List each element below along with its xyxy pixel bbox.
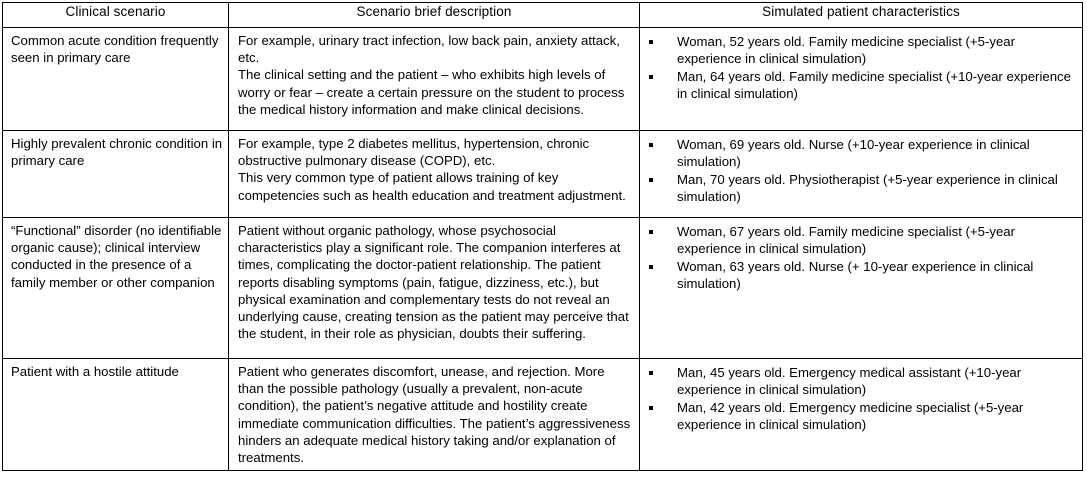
list-item-label: Man, 42 years old. Emergency medicine sp…	[677, 399, 1024, 433]
description-text: For example, urinary tract infection, lo…	[229, 28, 639, 122]
list-item-label: Woman, 63 years old. Nurse (+ 10-year ex…	[677, 258, 1034, 292]
text-paragraph: For example, urinary tract infection, lo…	[238, 33, 620, 66]
cell-clinical-scenario: Highly prevalent chronic condition in pr…	[2, 130, 229, 218]
characteristics-wrap: Woman, 67 years old. Family medicine spe…	[640, 218, 1082, 297]
text-paragraph: This very common type of patient allows …	[238, 170, 626, 203]
characteristics-list: Woman, 67 years old. Family medicine spe…	[646, 223, 1076, 292]
list-item: Woman, 67 years old. Family medicine spe…	[646, 223, 1076, 257]
square-bullet-icon	[649, 171, 655, 188]
text-paragraph: For example, type 2 diabetes mellitus, h…	[238, 136, 590, 169]
scenario-text: “Functional” disorder (no identifiable o…	[3, 218, 228, 295]
column-header-scenario-brief-description: Scenario brief description	[228, 2, 640, 28]
cell-patient-characteristics: Woman, 67 years old. Family medicine spe…	[639, 217, 1083, 359]
characteristics-wrap: Man, 45 years old. Emergency medical ass…	[640, 359, 1082, 438]
column-header-clinical-scenario: Clinical scenario	[2, 2, 229, 28]
cell-scenario-description: For example, urinary tract infection, lo…	[228, 27, 640, 131]
table-row: “Functional” disorder (no identifiable o…	[2, 217, 1083, 359]
text-paragraph: “Functional” disorder (no identifiable o…	[11, 223, 222, 290]
list-item: Woman, 69 years old. Nurse (+10-year exp…	[646, 136, 1076, 170]
square-bullet-icon	[649, 364, 655, 381]
cell-clinical-scenario: “Functional” disorder (no identifiable o…	[2, 217, 229, 359]
cell-scenario-description: Patient without organic pathology, whose…	[228, 217, 640, 359]
list-item-label: Woman, 67 years old. Family medicine spe…	[677, 224, 1016, 257]
table-row: Common acute condition frequently seen i…	[2, 27, 1083, 131]
square-bullet-icon	[649, 136, 655, 153]
cell-clinical-scenario: Common acute condition frequently seen i…	[2, 27, 229, 131]
column-header-label: Scenario brief description	[356, 4, 512, 19]
characteristics-list: Man, 45 years old. Emergency medical ass…	[646, 364, 1076, 433]
list-item: Man, 45 years old. Emergency medical ass…	[646, 364, 1076, 398]
list-item: Woman, 63 years old. Nurse (+ 10-year ex…	[646, 258, 1076, 292]
square-bullet-icon	[649, 399, 655, 416]
list-item-label: Woman, 69 years old. Nurse (+10-year exp…	[677, 137, 1030, 170]
scenario-text: Common acute condition frequently seen i…	[3, 28, 228, 70]
clinical-scenarios-table: Clinical scenario Scenario brief descrip…	[2, 2, 1083, 472]
text-paragraph: Highly prevalent chronic condition in pr…	[11, 136, 223, 169]
square-bullet-icon	[649, 258, 655, 275]
table-row: Highly prevalent chronic condition in pr…	[2, 130, 1083, 218]
list-item-label: Man, 70 years old. Physiotherapist (+5-y…	[677, 171, 1058, 205]
text-paragraph: Patient with a hostile attitude	[11, 364, 179, 379]
text-paragraph: Common acute condition frequently seen i…	[11, 33, 219, 66]
list-item-label: Woman, 52 years old. Family medicine spe…	[677, 34, 1016, 67]
table-row: Patient with a hostile attitude Patient …	[2, 357, 1083, 472]
cell-scenario-description: For example, type 2 diabetes mellitus, h…	[228, 130, 640, 218]
text-paragraph: Patient who generates discomfort, unease…	[238, 364, 631, 466]
description-text: Patient without organic pathology, whose…	[229, 218, 639, 346]
list-item: Man, 64 years old. Family medicine speci…	[646, 68, 1076, 102]
cell-patient-characteristics: Man, 45 years old. Emergency medical ass…	[639, 357, 1083, 472]
list-item: Man, 42 years old. Emergency medicine sp…	[646, 399, 1076, 433]
list-item: Man, 70 years old. Physiotherapist (+5-y…	[646, 171, 1076, 205]
square-bullet-icon	[649, 33, 655, 50]
scenario-text: Highly prevalent chronic condition in pr…	[3, 131, 228, 173]
header-row: Clinical scenario Scenario brief descrip…	[2, 2, 1083, 28]
characteristics-list: Woman, 52 years old. Family medicine spe…	[646, 33, 1076, 102]
column-header-label: Simulated patient characteristics	[762, 4, 960, 19]
characteristics-wrap: Woman, 69 years old. Nurse (+10-year exp…	[640, 131, 1082, 210]
column-header-simulated-patient-characteristics: Simulated patient characteristics	[639, 2, 1083, 28]
cell-scenario-description: Patient who generates discomfort, unease…	[228, 357, 640, 472]
square-bullet-icon	[649, 68, 655, 85]
text-paragraph: Patient without organic pathology, whose…	[238, 223, 629, 342]
description-text: For example, type 2 diabetes mellitus, h…	[229, 131, 639, 208]
cell-patient-characteristics: Woman, 52 years old. Family medicine spe…	[639, 27, 1083, 131]
square-bullet-icon	[649, 223, 655, 240]
characteristics-list: Woman, 69 years old. Nurse (+10-year exp…	[646, 136, 1076, 205]
list-item: Woman, 52 years old. Family medicine spe…	[646, 33, 1076, 67]
table-body: Common acute condition frequently seen i…	[2, 27, 1083, 472]
characteristics-wrap: Woman, 52 years old. Family medicine spe…	[640, 28, 1082, 107]
text-paragraph: The clinical setting and the patient – w…	[238, 67, 625, 117]
table-header: Clinical scenario Scenario brief descrip…	[2, 2, 1083, 28]
list-item-label: Man, 64 years old. Family medicine speci…	[677, 68, 1071, 102]
description-text: Patient who generates discomfort, unease…	[229, 359, 639, 470]
column-header-label: Clinical scenario	[65, 4, 166, 19]
cell-patient-characteristics: Woman, 69 years old. Nurse (+10-year exp…	[639, 130, 1083, 218]
list-item-label: Man, 45 years old. Emergency medical ass…	[677, 365, 1022, 398]
cell-clinical-scenario: Patient with a hostile attitude	[2, 357, 229, 472]
scenario-text: Patient with a hostile attitude	[3, 359, 228, 384]
